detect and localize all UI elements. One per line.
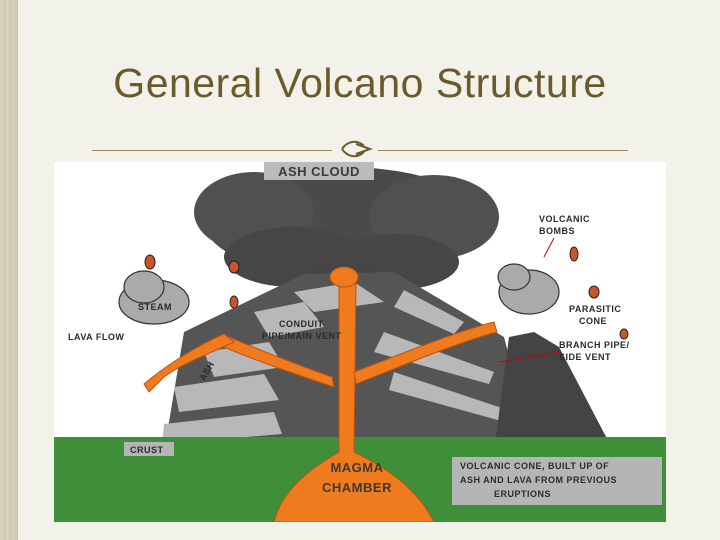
conduit-label-1: CONDUIT bbox=[279, 319, 324, 329]
volcanic-cone-label-3: ERUPTIONS bbox=[494, 489, 551, 499]
parasitic-cone-label-2: CONE bbox=[579, 316, 607, 326]
crust-label: CRUST bbox=[130, 445, 164, 455]
volcanic-bombs-label-1: VOLCANIC bbox=[539, 214, 590, 224]
magma-chamber-label-2: CHAMBER bbox=[322, 480, 392, 495]
slide-border-band bbox=[0, 0, 18, 540]
volcanic-bombs bbox=[144, 246, 629, 340]
parasitic-cone-shape bbox=[494, 332, 614, 452]
magma-chamber-label-1: MAGMA bbox=[330, 460, 383, 475]
volcanic-bombs-pointer bbox=[543, 237, 555, 258]
steam-clouds bbox=[118, 263, 560, 325]
parasitic-cone-label-1: PARASITIC bbox=[569, 304, 621, 314]
title-rule-left bbox=[92, 150, 332, 151]
steam-label: STEAM bbox=[138, 302, 172, 312]
volcanic-cone-label-1: VOLCANIC CONE, BUILT UP OF bbox=[460, 461, 609, 471]
ash-layers bbox=[162, 282, 514, 444]
ash-cloud-label-box bbox=[264, 162, 374, 180]
bullet-ornament-icon bbox=[341, 140, 373, 158]
slide-title: General Volcano Structure bbox=[113, 60, 607, 106]
volcanic-cone-label-box bbox=[452, 457, 662, 505]
volcanic-bombs-label-2: BOMBS bbox=[539, 226, 575, 236]
branch-pipe-label-2: SIDE VENT bbox=[559, 352, 611, 362]
volcanic-cone-label-2: ASH AND LAVA FROM PREVIOUS bbox=[460, 475, 617, 485]
magma-system bbox=[143, 266, 498, 522]
title-rule-right bbox=[378, 150, 628, 151]
ash-cloud-label: ASH CLOUD bbox=[278, 164, 360, 179]
branch-pipe-label-1: BRANCH PIPE/ bbox=[559, 340, 630, 350]
lava-flow-label: LAVA FLOW bbox=[68, 332, 124, 342]
conduit-label-2: PIPE/MAIN VENT bbox=[262, 331, 342, 341]
branch-pipe-pointer bbox=[498, 351, 560, 363]
volcano-diagram: ASH CLOUD VOLCANIC BOMBS STEAM LAVA FLOW… bbox=[54, 162, 666, 522]
crust-label-box bbox=[124, 442, 174, 456]
